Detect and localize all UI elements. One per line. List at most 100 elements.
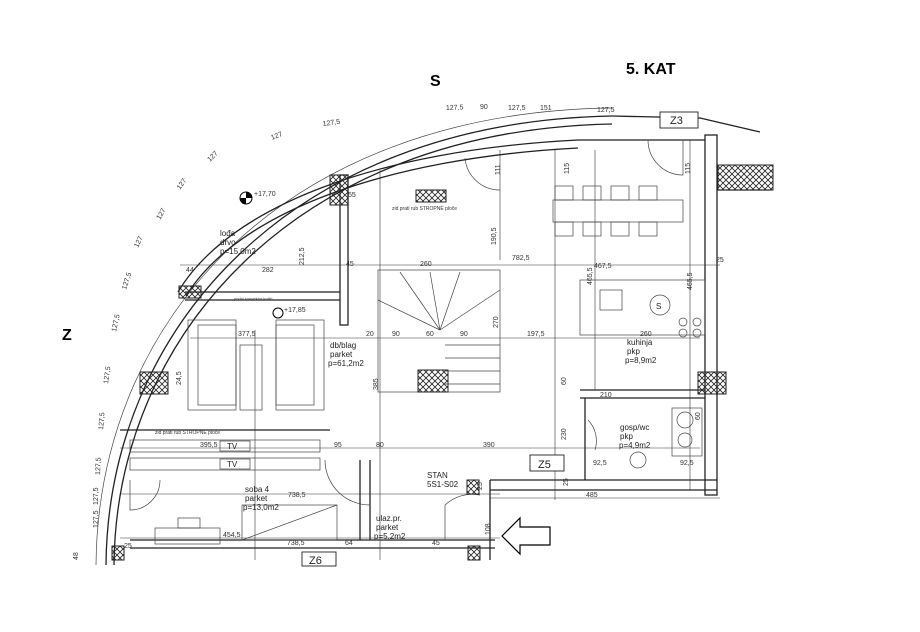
dimension-label: 127,5	[93, 510, 100, 528]
svg-text:soba 4: soba 4	[245, 485, 270, 494]
svg-text:STAN: STAN	[427, 471, 448, 480]
sofas	[187, 319, 325, 411]
dimension-label: 230	[561, 428, 568, 440]
dimension-label: 115	[685, 163, 692, 174]
room-label-wc: gosp/wc pkp p=4,9m2	[619, 423, 651, 450]
dimension-label: 377,5	[238, 331, 256, 338]
dimension-label: 127	[206, 150, 219, 163]
dimension-label: 127,5	[508, 105, 526, 112]
dimension-label: 45	[432, 540, 440, 547]
dimension-label: 210	[600, 392, 612, 399]
svg-text:5S1-S02: 5S1-S02	[427, 480, 459, 489]
dimension-label: 127,5	[111, 314, 122, 333]
svg-text:p=4,9m2: p=4,9m2	[619, 441, 651, 450]
svg-text:Z5: Z5	[538, 459, 551, 471]
svg-text:parket: parket	[245, 494, 268, 503]
dimension-label: 55	[348, 192, 356, 199]
svg-text:p=8,9m2: p=8,9m2	[625, 356, 657, 365]
kitchen-counter: S	[579, 279, 706, 338]
dimension-label: 212,5	[299, 247, 306, 265]
svg-text:drvo: drvo	[220, 238, 236, 247]
dimension-label: 738,5	[287, 540, 305, 547]
floor-label: 5. KAT	[626, 61, 676, 78]
room-label-bedroom: soba 4 parket p=13,0m2	[243, 485, 279, 512]
tv-label-2: TV	[227, 460, 238, 469]
dimension-label: 197,5	[527, 331, 545, 338]
dimension-label: 24,5	[176, 371, 183, 385]
dimension-label: 127,5	[446, 104, 464, 112]
dimension-label: 385	[373, 378, 380, 390]
orientation-west: Z	[62, 327, 72, 344]
elevation-lower: +17,85	[284, 307, 306, 314]
svg-text:pkp: pkp	[627, 347, 640, 356]
note-floor-drain: podni konvektor kotlić	[234, 296, 272, 301]
elevation-upper: +17,70	[254, 191, 276, 198]
dimension-label: 127,5	[597, 107, 615, 114]
dimension-label: 127	[176, 177, 188, 191]
dimension-label: 92,5	[593, 460, 607, 467]
dimension-label: 90	[460, 331, 468, 338]
zone-z6: Z6	[301, 551, 337, 567]
svg-text:gosp/wc: gosp/wc	[620, 423, 649, 432]
svg-text:db/blag: db/blag	[330, 341, 356, 350]
dimension-label: 127	[156, 207, 168, 221]
note-slab-edge-1: zid prati rub STROPNE ploče	[392, 206, 457, 212]
room-label-kitchen: kuhinja pkp p=8,9m2	[625, 338, 657, 365]
room-label-entrance: ulaz.pr. parket p=5,2m2	[374, 514, 406, 541]
dimension-label: 127	[133, 235, 144, 249]
svg-text:p=61,2m2: p=61,2m2	[328, 359, 364, 368]
svg-text:Z3: Z3	[670, 115, 683, 127]
dimension-label: 467,5	[594, 263, 612, 270]
dimension-lines	[120, 140, 720, 560]
dimension-label: 80	[376, 442, 384, 449]
svg-text:parket: parket	[330, 350, 353, 359]
dimension-label: 25	[477, 482, 484, 490]
dimension-label: 260	[420, 261, 432, 268]
dimension-label: 127,5	[95, 457, 103, 475]
orientation-north: S	[430, 73, 441, 90]
dimension-label: 64	[345, 540, 353, 547]
dimension-label: 395,5	[200, 442, 218, 449]
dimension-label: 270	[493, 316, 500, 328]
dimension-label: 25	[716, 257, 724, 264]
svg-text:pkp: pkp	[620, 432, 633, 441]
wc-fixtures	[629, 407, 703, 469]
note-slab-edge-2: zid prati rub STROPNE ploče	[155, 430, 220, 436]
room-label-loggia: lođa drvo p=15,0m2	[220, 229, 256, 256]
dining-set	[552, 185, 684, 237]
bedroom-furniture	[154, 504, 338, 545]
dimension-label: 127,5	[93, 487, 100, 505]
dimension-label: 190,5	[491, 227, 498, 245]
dimension-label: 60	[695, 412, 702, 420]
dimension-label: 465,5	[687, 272, 694, 290]
zone-z5: Z5	[529, 454, 565, 472]
dimension-label: 111	[495, 164, 502, 175]
dimension-label: 90	[480, 104, 488, 111]
dimension-label: 127,5	[121, 272, 133, 291]
dimension-label: 48	[73, 552, 80, 560]
dimension-label: 90	[392, 331, 400, 338]
elevation-marker-lower: +17,85	[272, 307, 306, 319]
svg-text:ulaz.pr.: ulaz.pr.	[376, 514, 402, 523]
svg-text:p=15,0m2: p=15,0m2	[220, 247, 256, 256]
dimension-label: 108	[485, 523, 492, 535]
dimension-label: 127,5	[98, 412, 107, 430]
dimension-label: 151	[540, 105, 552, 112]
dimension-label: 44	[186, 267, 194, 274]
dimension-label: 60	[561, 377, 568, 385]
dimension-label: 485	[586, 492, 598, 499]
dimension-label: 45	[346, 261, 354, 268]
dimension-label: 127,5	[103, 366, 112, 384]
dimension-label: 390	[483, 442, 495, 449]
zone-z3: Z3	[659, 111, 699, 129]
svg-text:lođa: lođa	[220, 229, 236, 238]
svg-text:Z6: Z6	[309, 555, 322, 567]
dimension-label: 25	[563, 478, 570, 486]
dimension-label: 95	[334, 442, 342, 449]
svg-text:kuhinja: kuhinja	[627, 338, 653, 347]
tv-label-1: TV	[227, 442, 238, 451]
dimension-label: 127	[270, 131, 284, 142]
